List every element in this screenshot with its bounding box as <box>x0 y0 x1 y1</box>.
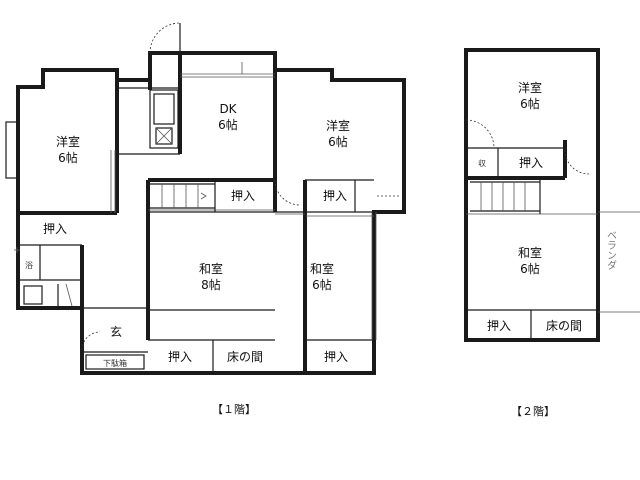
floor1-interior-walls <box>18 53 404 373</box>
floor1-caption: 【１階】 <box>212 402 256 416</box>
shoe-box-label: 下駄箱 <box>103 358 127 368</box>
veranda-rail <box>598 211 640 313</box>
room-label-west-yoshitsu: 洋室 <box>56 134 80 149</box>
floor1-staircase <box>150 180 216 212</box>
veranda-label: ベランダ <box>605 230 617 270</box>
floor1-exterior-wall <box>16 51 406 375</box>
sanitary-fixtures <box>14 247 73 307</box>
room-label-washitsu-8: 和室 <box>199 261 223 276</box>
bay-window <box>5 121 19 179</box>
room-size-f2-yoshitsu: 6帖 <box>520 96 540 111</box>
floor2-caption: 【２階】 <box>511 404 555 418</box>
closet-label-east: 押入 <box>323 189 347 203</box>
room-size-west-yoshitsu: 6帖 <box>58 150 78 165</box>
floor2-door-swings <box>465 119 590 175</box>
room-size-washitsu-6: 6帖 <box>312 277 332 292</box>
floor2-interior-walls <box>466 140 598 340</box>
room-size-dk: 6帖 <box>218 117 238 132</box>
closet-label-west: 押入 <box>43 222 67 236</box>
floor1-plan: 洋室 6帖 DK 6帖 洋室 6帖 和室 8帖 和室 6帖 玄 押入 押入 押入… <box>5 22 406 416</box>
closet-label-stair: 押入 <box>231 189 255 203</box>
floor1-sliding-doors <box>110 62 377 340</box>
floor2-plan: 洋室 6帖 和室 6帖 収 押入 押入 床の間 ベランダ 【２階】 <box>464 48 640 418</box>
room-label-f2-washitsu: 和室 <box>518 245 542 260</box>
storage-label: 収 <box>478 158 486 168</box>
kitchen-fixtures <box>149 89 179 149</box>
floor2-staircase <box>470 178 541 214</box>
room-size-washitsu-8: 8帖 <box>201 277 221 292</box>
tokonoma-label-floor2: 床の間 <box>546 319 582 333</box>
room-label-east-yoshitsu: 洋室 <box>326 118 350 133</box>
closet-label-f2-lower: 押入 <box>487 319 511 333</box>
room-label-f2-yoshitsu: 洋室 <box>518 80 542 95</box>
room-label-dk: DK <box>219 102 237 116</box>
room-size-east-yoshitsu: 6帖 <box>328 134 348 149</box>
closet-label-bottom-right: 押入 <box>324 350 348 364</box>
closet-label-f2-upper: 押入 <box>519 156 543 170</box>
tokonoma-label-floor1: 床の間 <box>227 350 263 364</box>
floor2-exterior-wall <box>464 48 600 342</box>
room-size-f2-washitsu: 6帖 <box>520 261 540 276</box>
closet-label-bottom-left: 押入 <box>168 350 192 364</box>
room-label-washitsu-6: 和室 <box>310 261 334 276</box>
floor1-door-swings <box>81 22 301 351</box>
shoe-box <box>85 354 145 370</box>
bath-mark: 浴 <box>25 260 33 270</box>
room-label-genkan: 玄 <box>110 324 122 339</box>
